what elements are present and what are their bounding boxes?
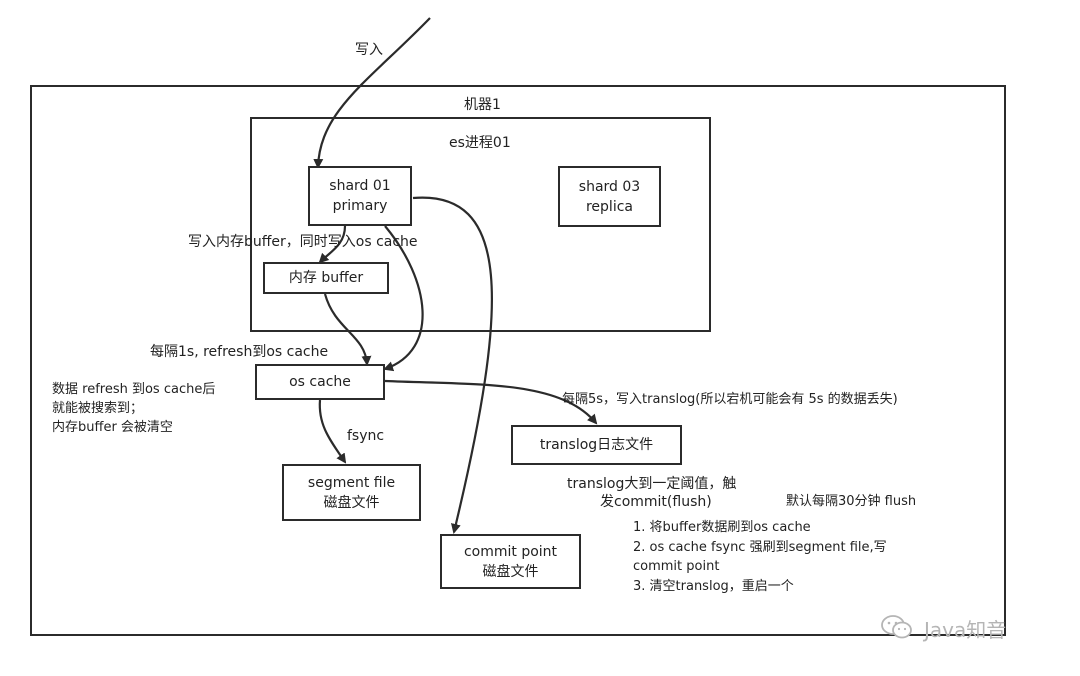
memory-buffer-label: 内存 buffer bbox=[288, 270, 364, 286]
write-in-arrow bbox=[313, 17, 431, 169]
fsync-label: fsync bbox=[347, 428, 385, 444]
process-label: es进程01 bbox=[449, 135, 511, 151]
primary-label: primary bbox=[332, 198, 388, 214]
machine-label: 机器1 bbox=[464, 97, 501, 113]
memory-buffer-node: 内存 buffer bbox=[263, 262, 389, 294]
commit-disk-label: 磁盘文件 bbox=[482, 563, 539, 580]
es-process-container bbox=[250, 117, 711, 332]
segment-file-label: segment file bbox=[307, 474, 396, 491]
translog-file-label: translog日志文件 bbox=[539, 437, 654, 453]
refresh-note-line-3: 内存buffer 会被清空 bbox=[52, 420, 173, 435]
commit-point-node: commit point 磁盘文件 bbox=[440, 534, 581, 589]
buffer-to-oscache-arrow bbox=[323, 293, 372, 366]
refresh-note-line-1: 数据 refresh 到os cache后 bbox=[52, 382, 216, 397]
commit-step-2: 2. os cache fsync 强刷到segment file,写 bbox=[633, 540, 887, 555]
translog-write-label: 每隔5s，写入translog(所以宕机可能会有 5s 的数据丢失) bbox=[562, 392, 898, 407]
shard-03-label: shard 03 bbox=[578, 178, 641, 195]
primary-to-oscache-arrow bbox=[383, 225, 424, 372]
translog-file-node: translog日志文件 bbox=[511, 425, 682, 465]
commit-step-2-cont: commit point bbox=[633, 559, 720, 574]
commit-trigger-line-1: translog大到一定阈值，触 bbox=[567, 476, 737, 492]
refresh-label: 每隔1s, refresh到os cache bbox=[150, 344, 329, 360]
os-cache-label: os cache bbox=[289, 374, 351, 390]
shard-01-primary-node: shard 01 primary bbox=[308, 166, 412, 226]
oscache-to-segment-arrow bbox=[318, 399, 347, 464]
commit-step-3: 3. 清空translog，重启一个 bbox=[633, 579, 794, 594]
replica-label: replica bbox=[585, 198, 633, 215]
shard-01-label: shard 01 bbox=[329, 178, 391, 194]
commit-trigger-line-2: 发commit(flush) bbox=[600, 494, 712, 510]
shard-03-replica-node: shard 03 replica bbox=[558, 166, 661, 227]
primary-to-buffer-arrow bbox=[318, 225, 347, 264]
write-buffer-label: 写入内存buffer，同时写入os cache bbox=[188, 234, 418, 250]
default-flush-label: 默认每隔30分钟 flush bbox=[786, 494, 917, 509]
watermark-text: Java知音 bbox=[924, 618, 1007, 642]
refresh-note-line-2: 就能被搜索到； bbox=[52, 401, 144, 416]
commit-step-1: 1. 将buffer数据刷到os cache bbox=[633, 520, 811, 535]
segment-file-node: segment file 磁盘文件 bbox=[282, 464, 421, 521]
oscache-to-translog-arrow bbox=[384, 379, 598, 425]
os-cache-node: os cache bbox=[255, 364, 385, 400]
write-in-label: 写入 bbox=[355, 42, 383, 58]
primary-to-commit-arrow bbox=[412, 196, 493, 534]
commit-point-label: commit point bbox=[463, 543, 558, 560]
segment-disk-label: 磁盘文件 bbox=[323, 494, 380, 511]
machine-container bbox=[30, 85, 1006, 636]
wechat-icon bbox=[881, 615, 912, 639]
